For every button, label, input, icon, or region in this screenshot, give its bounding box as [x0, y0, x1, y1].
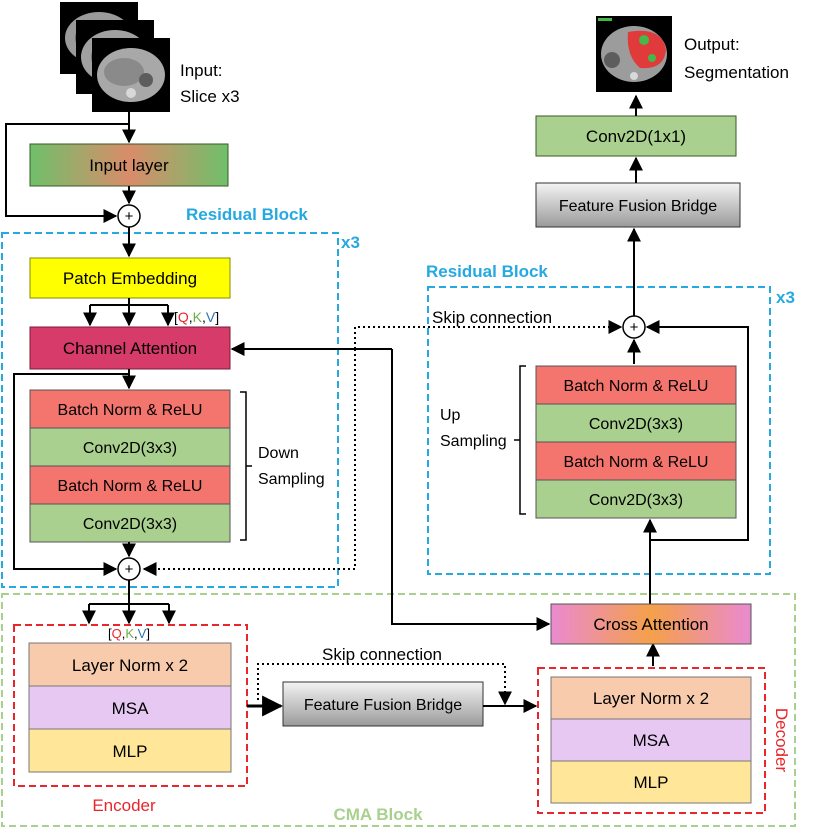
- decoder-mlp-label: MLP: [634, 773, 669, 792]
- encoder-repeat-label: x3: [341, 233, 360, 252]
- encoder-msa-label: MSA: [112, 699, 150, 718]
- encoder-mlp-label: MLP: [113, 742, 148, 761]
- output-segmentation-icon: [596, 16, 672, 92]
- residual-add-bottom-symbol: +: [125, 561, 134, 578]
- up-bn-relu-2-label: Batch Norm & ReLU: [564, 454, 709, 471]
- up-bn-relu-1-box: [535, 365, 737, 405]
- decoder-repeat-label: x3: [776, 288, 795, 307]
- output-label-line2: Segmentation: [684, 63, 789, 82]
- down-conv-1-box: [29, 427, 231, 467]
- down-conv-2-box: [29, 503, 231, 543]
- decoder-msa-box: [550, 718, 752, 762]
- encoder-qkv-label-bottom: [Q,K,V]: [108, 626, 150, 641]
- down-sampling-label-line2: Sampling: [258, 471, 325, 488]
- cross-attention-label: Cross Attention: [593, 615, 708, 634]
- decoder-residual-add-symbol: +: [630, 319, 639, 336]
- down-sampling-label-line1: Down: [258, 445, 299, 462]
- down-conv-1-label: Conv2D(3x3): [83, 440, 177, 457]
- cma-block-title: CMA Block: [333, 805, 423, 824]
- encoder-connectors: [5, 112, 176, 625]
- decoder-residual-block-region: [427, 286, 771, 575]
- input-label-line1: Input:: [180, 61, 223, 80]
- encoder-residual-block-region: [1, 232, 339, 588]
- encoder-layer-norm-box: [28, 642, 232, 687]
- down-sampling-bracket: [240, 391, 252, 541]
- up-sampling-bracket: [514, 365, 526, 515]
- encoder-layer-norm-label: Layer Norm x 2: [72, 656, 188, 675]
- encoder-msa-box: [28, 685, 232, 730]
- decoder-region: [537, 667, 766, 814]
- cma-skip-connection-label: Skip connection: [322, 645, 442, 664]
- input-ct-slices-icon: [60, 2, 170, 112]
- conv1x1-label: Conv2D(1x1): [586, 127, 686, 146]
- cma-feature-fusion-bridge-box: [282, 681, 484, 727]
- channel-attention-label: Channel Attention: [63, 339, 197, 358]
- decoder-residual-block-title: Residual Block: [426, 262, 548, 281]
- cma-feature-fusion-bridge-label: Feature Fusion Bridge: [304, 697, 462, 714]
- output-label-line1: Output:: [684, 35, 740, 54]
- decoder-connectors: [230, 94, 749, 666]
- down-bn-relu-1-box: [29, 389, 231, 429]
- input-label-line2: Slice x3: [180, 87, 240, 106]
- dotted-skip-connectors: [142, 320, 623, 706]
- up-bn-relu-1-label: Batch Norm & ReLU: [564, 378, 709, 395]
- input-layer-box: [29, 143, 229, 187]
- encoder-residual-block-title: Residual Block: [186, 205, 308, 224]
- channel-attention-box: [29, 326, 231, 370]
- patch-embedding-label: Patch Embedding: [63, 269, 197, 288]
- decoder-title: Decoder: [772, 708, 791, 773]
- decoder-msa-label: MSA: [633, 731, 671, 750]
- down-bn-relu-2-box: [29, 465, 231, 505]
- top-feature-fusion-bridge-label: Feature Fusion Bridge: [559, 198, 717, 215]
- up-sampling-label-line1: Up: [440, 407, 461, 424]
- encoder-title: Encoder: [92, 796, 156, 815]
- residual-skip-connection-label: Skip connection: [432, 308, 552, 327]
- residual-add-top-symbol: +: [125, 208, 134, 225]
- cma-block-region: [1, 593, 796, 827]
- up-sampling-label-line2: Sampling: [440, 433, 507, 450]
- up-conv-2-label: Conv2D(3x3): [589, 492, 683, 509]
- up-conv-1-label: Conv2D(3x3): [589, 416, 683, 433]
- decoder-layer-norm-label: Layer Norm x 2: [593, 689, 709, 708]
- top-feature-fusion-bridge-box: [535, 182, 741, 228]
- up-bn-relu-2-box: [535, 441, 737, 481]
- decoder-mlp-box: [550, 760, 752, 804]
- up-conv-2-box: [535, 479, 737, 519]
- encoder-mlp-box: [28, 728, 232, 773]
- down-conv-2-label: Conv2D(3x3): [83, 516, 177, 533]
- encoder-qkv-label: [Q,K,V]: [174, 309, 219, 325]
- down-bn-relu-2-label: Batch Norm & ReLU: [58, 478, 203, 495]
- down-bn-relu-1-label: Batch Norm & ReLU: [58, 402, 203, 419]
- patch-embedding-box: [29, 257, 231, 299]
- cross-attention-box: [550, 603, 752, 645]
- input-layer-label: Input layer: [89, 156, 169, 175]
